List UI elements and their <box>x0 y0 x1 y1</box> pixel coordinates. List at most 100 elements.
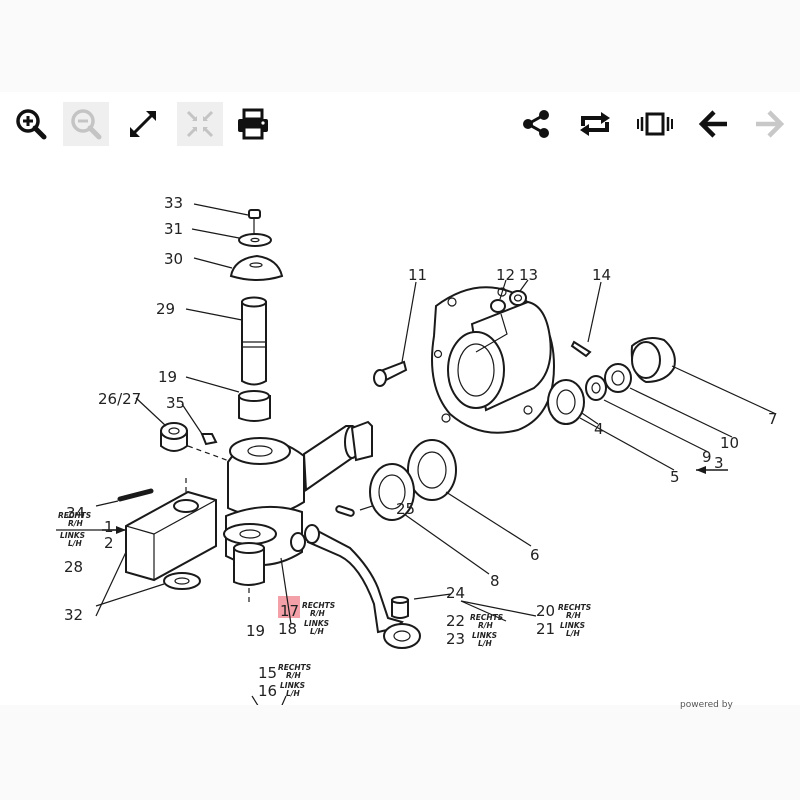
side-label-rh-22: R/H <box>478 621 494 630</box>
label-7: 7 <box>768 410 778 428</box>
share-button[interactable] <box>513 102 559 146</box>
label-17: 17 <box>280 602 299 620</box>
part-34-pin <box>95 488 154 507</box>
label-26-27: 26/27 <box>98 390 141 408</box>
side-label-links-23: LINKS <box>472 631 497 640</box>
expand-icon <box>130 111 156 137</box>
label-20: 20 <box>536 602 555 620</box>
label-12: 12 <box>496 266 515 284</box>
label-1: 1 <box>104 518 114 536</box>
label-28: 28 <box>64 558 83 576</box>
powered-by-footer: powered by <box>680 700 733 710</box>
part-12-13-nut-washer <box>475 279 529 353</box>
side-label-rechts-20: RECHTS <box>558 603 591 612</box>
viewer-toolbar <box>6 92 795 156</box>
side-label-rechts-1: RECHTS <box>58 511 91 520</box>
label-24: 24 <box>446 584 465 602</box>
rotate-icon <box>580 112 610 136</box>
part-4-wheel-hub <box>431 286 599 434</box>
label-2: 2 <box>104 534 114 552</box>
label-15: 15 <box>258 664 277 682</box>
part-19-lower-bushing <box>233 542 265 602</box>
part-19-upper-bushing <box>185 376 271 422</box>
print-icon <box>238 108 268 140</box>
zoom-in-icon <box>16 109 47 140</box>
label-35: 35 <box>166 394 185 412</box>
label-9: 9 <box>702 448 712 466</box>
part-33-bolt <box>193 203 261 236</box>
zoom-in-button[interactable] <box>8 102 54 146</box>
part-24-bushing <box>391 593 537 622</box>
part-8-seal-ring <box>369 463 490 575</box>
side-label-rechts-15: RECHTS <box>278 663 311 672</box>
label-25: 25 <box>396 500 415 518</box>
part-32-thrust-washer <box>95 572 201 607</box>
label-22: 22 <box>446 612 465 630</box>
previous-button[interactable] <box>691 102 737 146</box>
side-label-links-1: LINKS <box>60 531 85 540</box>
label-18: 18 <box>278 620 297 638</box>
label-19-upper: 19 <box>158 368 177 386</box>
rotate-button[interactable] <box>572 102 618 146</box>
side-label-rh-15: R/H <box>286 671 302 680</box>
arrow-left-icon <box>698 110 727 138</box>
next-button[interactable] <box>746 102 792 146</box>
side-label-rh-17: R/H <box>310 609 326 618</box>
exploded-view-drawing: 11 12 13 14 33 31 30 29 19 26/27 35 1 2 … <box>56 194 778 729</box>
side-label-links-18: LINKS <box>304 619 329 628</box>
label-19-lower: 19 <box>246 622 265 640</box>
label-4: 4 <box>594 420 604 438</box>
label-11: 11 <box>408 266 427 284</box>
zoom-out-button[interactable] <box>63 102 109 146</box>
steering-arm <box>304 524 421 649</box>
label-5: 5 <box>670 468 680 486</box>
part-9-washer <box>585 375 709 453</box>
side-label-links-16: LINKS <box>280 681 305 690</box>
zoom-out-icon <box>71 109 102 140</box>
label-10: 10 <box>720 434 739 452</box>
side-label-lh-1: L/H <box>68 539 83 548</box>
label-23: 23 <box>446 630 465 648</box>
label-6: 6 <box>530 546 540 564</box>
page-background-bottom <box>0 705 800 800</box>
arrow-right-icon <box>756 110 785 138</box>
slideshow-icon <box>637 112 673 136</box>
part-6-inner-bearing <box>407 439 532 547</box>
label-32: 32 <box>64 606 83 624</box>
label-21: 21 <box>536 620 555 638</box>
part-30-cap <box>193 254 284 281</box>
fullscreen-button[interactable] <box>120 102 166 146</box>
part-26-27-castle-nut <box>135 397 233 463</box>
side-label-lh-21: L/H <box>566 629 581 638</box>
label-33: 33 <box>164 194 183 212</box>
side-label-links-21: LINKS <box>560 621 585 630</box>
label-30: 30 <box>164 250 183 268</box>
side-label-rh-1: R/H <box>68 519 84 528</box>
slideshow-button[interactable] <box>632 102 678 146</box>
print-button[interactable] <box>230 102 276 146</box>
part-10-castle-nut <box>604 363 733 438</box>
label-8: 8 <box>490 572 500 590</box>
label-3: 3 <box>714 454 724 472</box>
part-35-grease-nipple <box>181 403 218 446</box>
fit-icon <box>186 110 214 138</box>
label-34: 34 <box>66 504 85 522</box>
share-icon <box>523 110 549 138</box>
side-label-lh-18: L/H <box>310 627 325 636</box>
part-29-kingpin <box>185 296 267 386</box>
fit-button[interactable] <box>177 102 223 146</box>
label-16: 16 <box>258 682 277 700</box>
part-14-cotter-pin <box>570 281 602 358</box>
image-viewer: 11 12 13 14 33 31 30 29 19 26/27 35 1 2 … <box>6 92 795 729</box>
page-background-top <box>0 0 800 92</box>
part-17-steering-knuckle <box>223 420 373 625</box>
side-arrow-1-2 <box>56 526 126 534</box>
parts-diagram: 11 12 13 14 33 31 30 29 19 26/27 35 1 2 … <box>6 156 795 729</box>
label-31: 31 <box>164 220 183 238</box>
part-11-wheel-stud <box>373 281 417 387</box>
label-29: 29 <box>156 300 175 318</box>
part-5-outer-bearing <box>547 379 675 471</box>
part-28-axle-beam <box>95 476 217 617</box>
side-label-lh-23: L/H <box>478 639 493 648</box>
part-31-washer <box>191 228 272 247</box>
